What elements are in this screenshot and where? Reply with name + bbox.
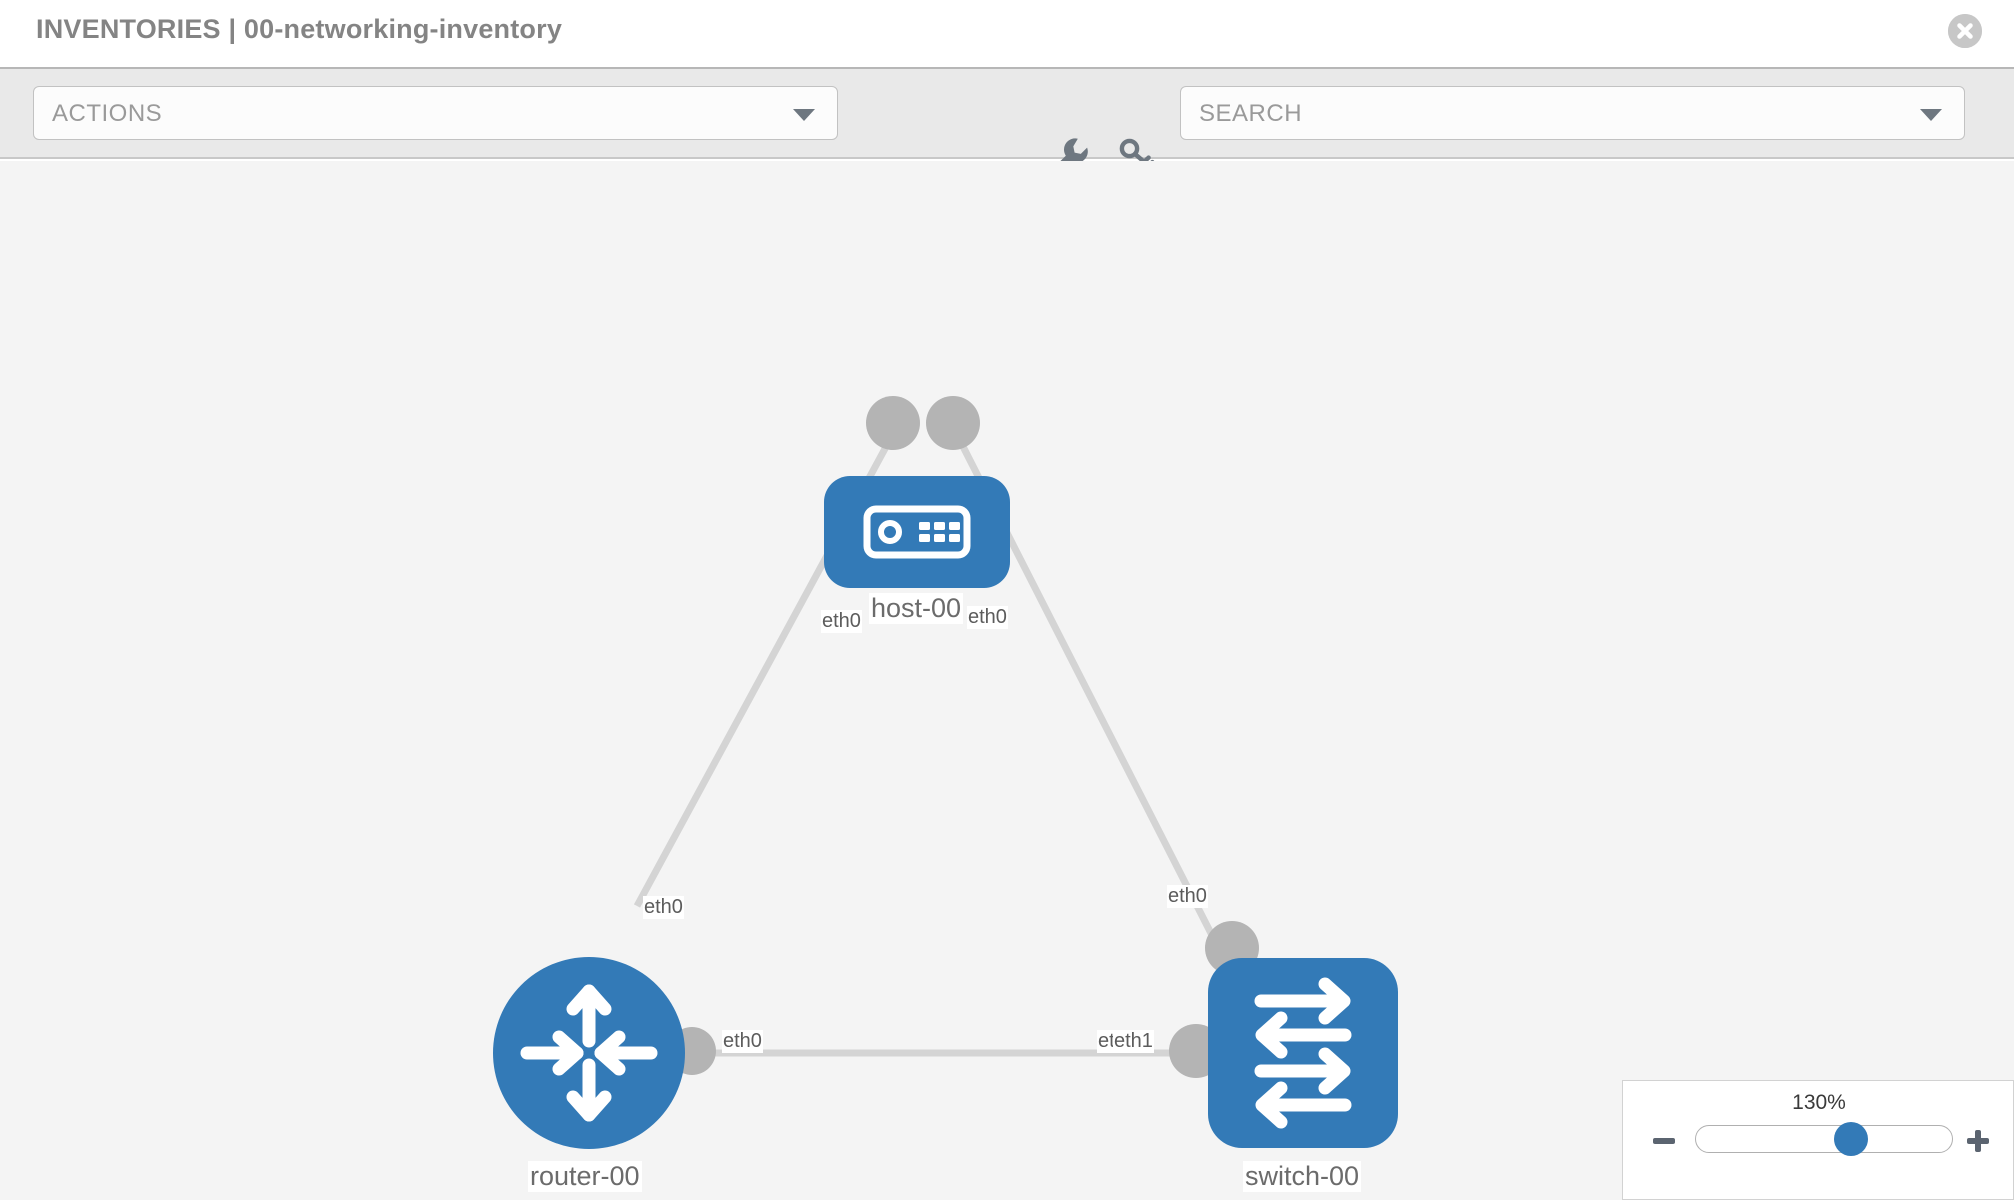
toolbar: ACTIONS SEARCH <box>0 69 2014 175</box>
iface-label-switch00-eth0-uplink: eth0 <box>1167 885 1208 908</box>
node-router-00 <box>493 957 685 1149</box>
zoom-slider[interactable] <box>1695 1122 1953 1156</box>
search-input[interactable]: SEARCH <box>1180 86 1965 140</box>
port-host00-eth0-right <box>926 396 980 450</box>
plus-icon[interactable] <box>1965 1128 1991 1154</box>
actions-dropdown-label: ACTIONS <box>52 100 163 127</box>
iface-label-switch00-eth1: eth1 <box>1113 1030 1154 1053</box>
iface-label-host00-eth0-left: eth0 <box>821 610 862 633</box>
page-header: INVENTORIES | 00-networking-inventory <box>0 0 2014 69</box>
topology-canvas[interactable]: host-00 router-00 switch-00 eth0 eth0 et… <box>0 161 2014 1200</box>
chevron-down-icon <box>793 109 815 121</box>
actions-dropdown[interactable]: ACTIONS <box>33 86 838 140</box>
node-label-router-00: router-00 <box>528 1161 642 1192</box>
search-placeholder: SEARCH <box>1199 100 1303 127</box>
chevron-down-icon[interactable] <box>1920 109 1942 121</box>
close-icon[interactable] <box>1948 14 1982 48</box>
node-label-host-00: host-00 <box>869 593 964 624</box>
node-label-switch-00: switch-00 <box>1243 1161 1362 1192</box>
iface-label-router00-eth0-uplink: eth0 <box>643 896 684 919</box>
zoom-slider-thumb[interactable] <box>1834 1122 1868 1156</box>
node-host-00 <box>824 476 1010 588</box>
zoom-control-panel: 130% <box>1622 1080 2014 1200</box>
iface-label-router00-eth0: eth0 <box>722 1030 763 1053</box>
port-host00-eth0-left <box>866 396 920 450</box>
iface-label-host00-eth0-right: eth0 <box>967 606 1008 629</box>
zoom-level-value: 130% <box>1792 1091 1846 1114</box>
topology-graph <box>493 396 1398 1149</box>
node-switch-00 <box>1208 958 1398 1148</box>
minus-icon[interactable] <box>1651 1128 1677 1154</box>
page-title: INVENTORIES | 00-networking-inventory <box>36 14 563 44</box>
